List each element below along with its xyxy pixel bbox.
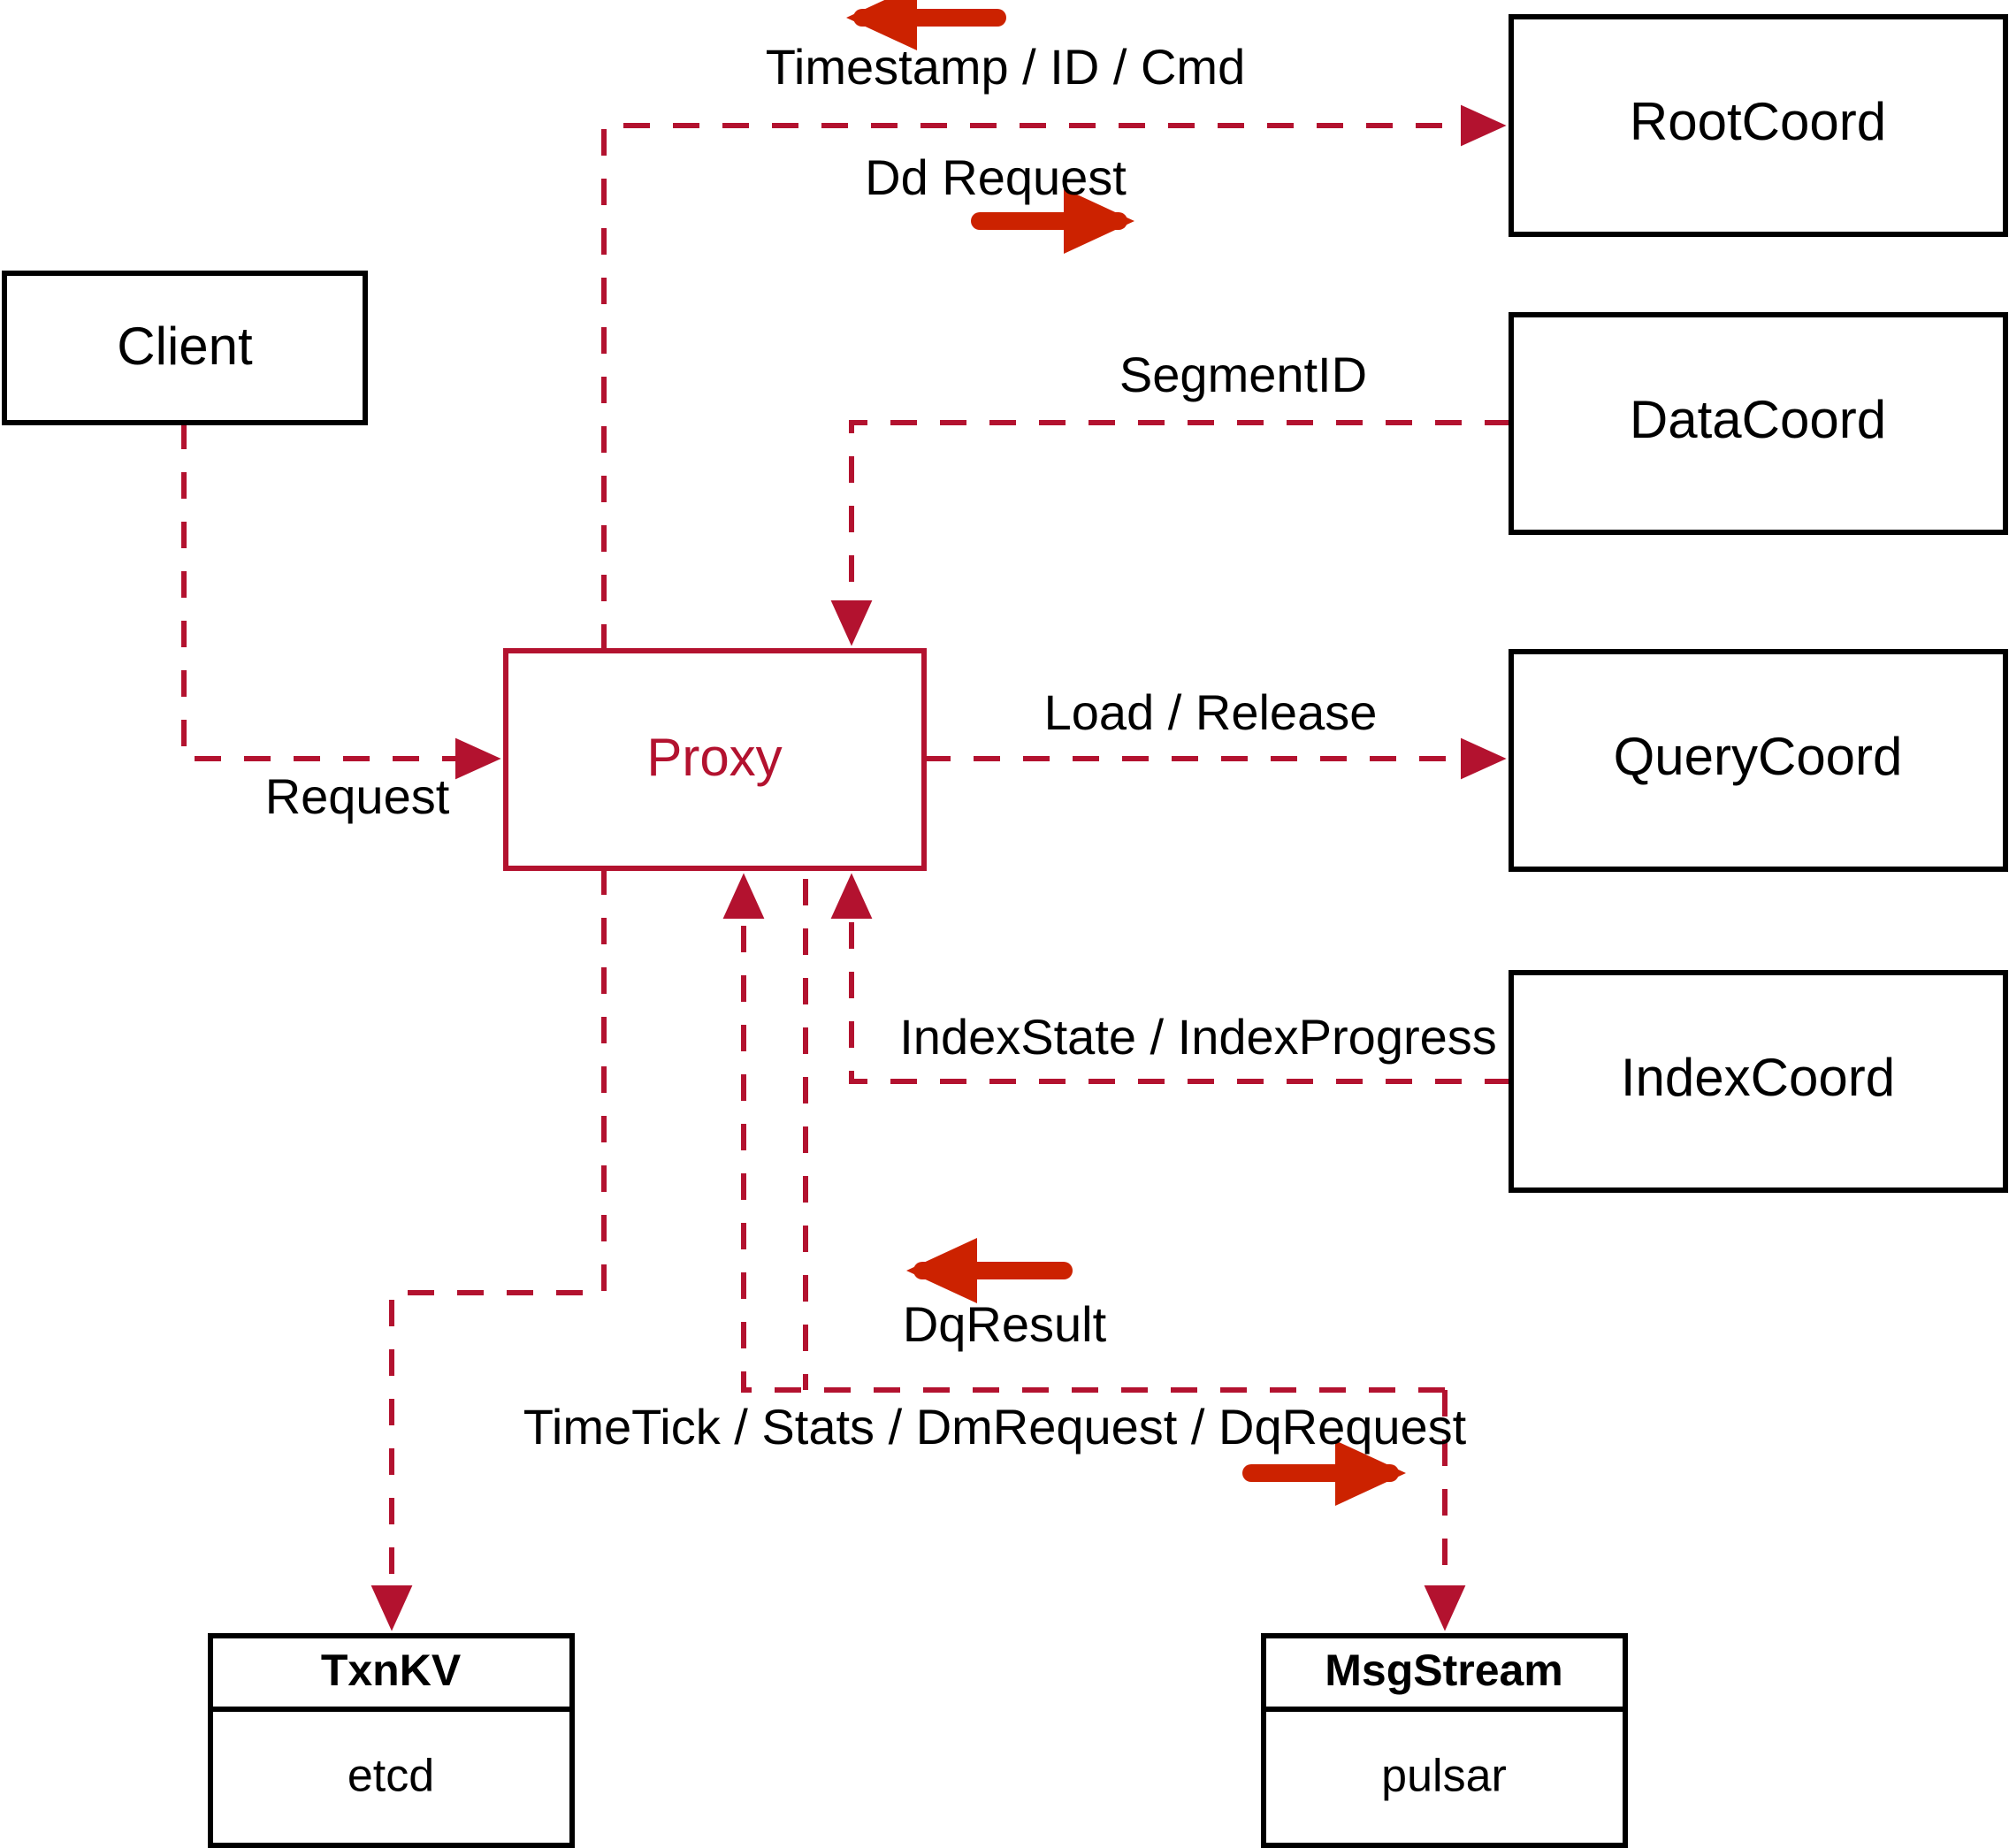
node-txnkv-sublabel: etcd [348, 1751, 434, 1802]
edge-label-load-release: Load / Release [1044, 684, 1378, 740]
node-msgstream-box [1261, 1633, 1628, 1848]
node-msgstream[interactable]: MsgStream pulsar [1261, 1633, 1628, 1848]
node-query-coord[interactable]: QueryCoord [1509, 649, 2008, 872]
edge-label-timestamp-id-cmd: Timestamp / ID / Cmd [766, 39, 1245, 95]
node-index-coord-label: IndexCoord [1621, 1048, 1895, 1107]
edge-label-timetick-stats: TimeTick / Stats / DmRequest / DqRequest [523, 1399, 1467, 1455]
edge-label-dq-result: DqResult [903, 1296, 1107, 1352]
node-msgstream-sublabel: pulsar [1381, 1751, 1507, 1802]
node-txnkv-box [208, 1633, 575, 1848]
edge-label-dd-request: Dd Request [865, 149, 1127, 205]
node-index-coord-box [1509, 970, 2008, 1193]
node-txnkv-label: TxnKV [321, 1646, 462, 1695]
node-root-coord-box [1509, 14, 2008, 237]
edge-label-segment-id: SegmentID [1119, 347, 1367, 402]
node-client-box [2, 271, 368, 425]
node-query-coord-label: QueryCoord [1614, 727, 1903, 786]
edge-index-state [830, 873, 1511, 1084]
node-query-coord-box [1509, 649, 2008, 872]
edge-proxy-txnkv [370, 868, 607, 1631]
edge-dd-request [601, 104, 1507, 651]
node-proxy-box [503, 648, 927, 871]
edge-label-client-request: Request [265, 768, 450, 824]
node-root-coord-label: RootCoord [1630, 92, 1886, 151]
node-data-coord-label: DataCoord [1630, 390, 1886, 449]
node-data-coord[interactable]: DataCoord [1509, 312, 2008, 535]
node-data-coord-box [1509, 312, 2008, 535]
node-index-coord[interactable]: IndexCoord [1509, 970, 2008, 1193]
node-root-coord[interactable]: RootCoord [1509, 14, 2008, 237]
node-msgstream-label: MsgStream [1325, 1646, 1563, 1695]
node-client[interactable]: Client [2, 271, 368, 425]
edge-client-request [181, 423, 501, 780]
node-proxy[interactable]: Proxy [503, 648, 927, 871]
node-txnkv[interactable]: TxnKV etcd [208, 1633, 575, 1848]
edge-segment-id [830, 420, 1511, 646]
node-client-label: Client [117, 317, 253, 376]
edge-label-index-state: IndexState / IndexProgress [899, 1009, 1497, 1065]
edge-dq-result [722, 873, 1445, 1393]
node-proxy-label: Proxy [646, 728, 782, 787]
